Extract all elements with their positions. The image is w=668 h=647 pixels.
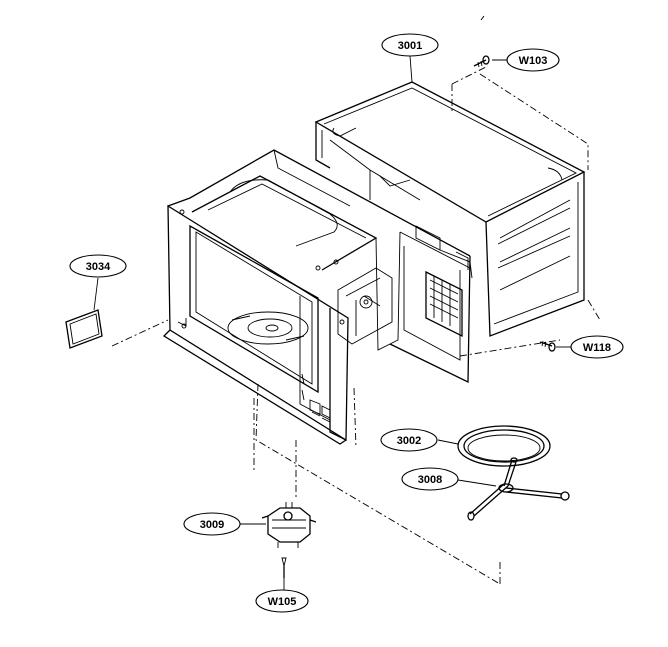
callout-3001: 3001 xyxy=(381,33,439,57)
roller-ring-3008 xyxy=(467,457,570,521)
leader-dash xyxy=(353,387,357,449)
screw-w103 xyxy=(473,55,490,68)
svg-text:W118: W118 xyxy=(583,342,611,354)
callout-w103: W103 xyxy=(506,48,560,72)
callout-3034: 3034 xyxy=(69,254,127,278)
turntable-motor-3009 xyxy=(261,502,317,548)
callout-w105: W105 xyxy=(255,589,309,613)
leader-dash xyxy=(459,339,561,357)
svg-text:3008: 3008 xyxy=(418,474,442,486)
callout-w118: W118 xyxy=(570,335,624,359)
callout-3009: 3009 xyxy=(183,512,241,536)
leader-line xyxy=(457,479,497,487)
svg-text:3034: 3034 xyxy=(86,261,111,273)
leader-line xyxy=(409,55,413,83)
svg-text:W103: W103 xyxy=(519,55,548,67)
outer-cabinet xyxy=(314,81,586,337)
svg-text:W105: W105 xyxy=(268,596,297,608)
glass-tray-3002 xyxy=(457,425,551,467)
callout-3002: 3002 xyxy=(380,428,438,452)
svg-text:3002: 3002 xyxy=(397,435,421,447)
leader-dash xyxy=(255,383,501,585)
cavity-turntable-base xyxy=(227,311,309,345)
leader-dash xyxy=(451,65,489,85)
leader-dash xyxy=(587,299,601,321)
screw-w118 xyxy=(539,340,556,352)
svg-text:3001: 3001 xyxy=(398,40,422,52)
leader-line xyxy=(93,277,99,311)
leader-dash xyxy=(111,319,169,347)
leader-line xyxy=(437,439,459,445)
leader-dash xyxy=(479,73,589,170)
svg-text:3009: 3009 xyxy=(200,519,224,531)
screw-w105 xyxy=(281,557,287,578)
oven-chassis xyxy=(162,149,473,445)
callout-3008: 3008 xyxy=(401,467,459,491)
waveguide-cover-3034 xyxy=(65,309,103,349)
stray-mark xyxy=(480,15,485,21)
